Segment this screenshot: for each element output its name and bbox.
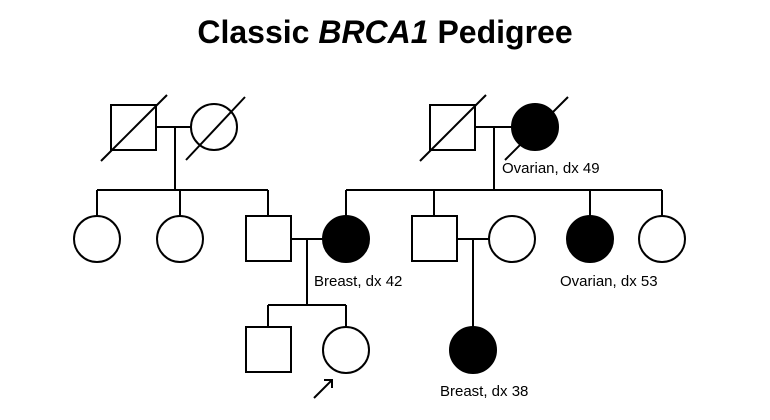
title-prefix: Classic	[197, 14, 319, 50]
paternal-grandmother	[185, 96, 246, 161]
uncle-spouse	[488, 215, 536, 263]
maternal-aunt	[566, 215, 614, 263]
deceased-slash	[185, 96, 246, 161]
title-gene: BRCA1	[318, 14, 429, 50]
deceased-slash	[419, 94, 487, 162]
brother	[245, 326, 292, 373]
deceased-slash	[100, 94, 168, 162]
father	[245, 215, 292, 262]
label-breast-38: Breast, dx 38	[440, 383, 528, 400]
maternal-aunt-2	[638, 215, 686, 263]
maternal-uncle	[411, 215, 458, 262]
cousin	[449, 326, 497, 374]
maternal-grandfather	[419, 94, 487, 162]
label-breast-42: Breast, dx 42	[314, 273, 402, 290]
deceased-slash	[504, 96, 569, 161]
proband	[322, 326, 370, 374]
paternal-aunt-1	[73, 215, 121, 263]
paternal-aunt-2	[156, 215, 204, 263]
label-ovarian-53: Ovarian, dx 53	[560, 273, 658, 290]
mother	[322, 215, 370, 263]
label-ovarian-49: Ovarian, dx 49	[502, 160, 600, 177]
title-suffix: Pedigree	[428, 14, 573, 50]
proband-arrow	[313, 379, 333, 399]
page-title: Classic BRCA1 Pedigree	[0, 14, 770, 51]
maternal-grandmother	[504, 96, 569, 161]
